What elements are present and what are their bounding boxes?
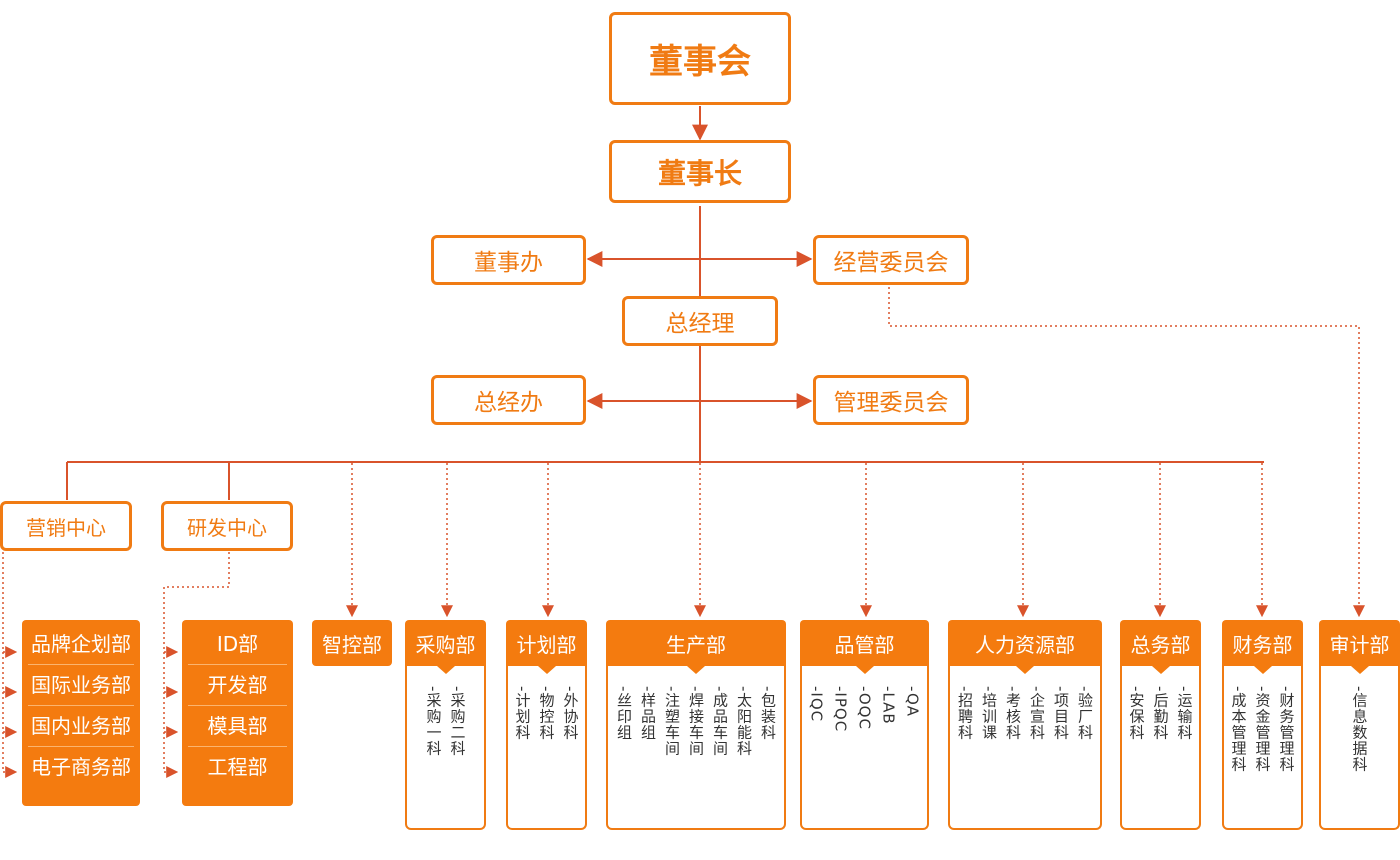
marketing-dept-item: 国内业务部: [28, 706, 134, 747]
chairman-node: 董事长: [609, 140, 791, 203]
unit-label: -成品车间: [711, 686, 729, 757]
unit-label: -采购一科: [424, 686, 443, 757]
dept-general-affairs: 总务部 -安保科 -后勤科 -运输科: [1120, 620, 1201, 830]
dept-header: 智控部: [312, 620, 392, 666]
operations-committee-node: 经营委员会: [813, 235, 969, 285]
unit-label: -运输科: [1175, 686, 1194, 741]
unit-label: -OQC: [855, 686, 874, 730]
unit-label: -招聘科: [956, 686, 974, 741]
dept-units: -IQC -IPQC -OQC -LAB -QA: [800, 666, 929, 830]
unit-label: -IQC: [807, 686, 826, 723]
unit-label: -财务管理科: [1277, 686, 1296, 773]
dept-purchasing: 采购部 -采购一科 -采购二科: [405, 620, 486, 830]
management-committee-node: 管理委员会: [813, 375, 969, 425]
unit-label: -采购二科: [448, 686, 467, 757]
dept-header: 财务部: [1222, 620, 1303, 666]
marketing-dept-item: 品牌企划部: [28, 624, 134, 665]
dept-header: 人力资源部: [948, 620, 1102, 666]
rnd-dept-list: ID部 开发部 模具部 工程部: [182, 620, 293, 806]
unit-label: -样品组: [639, 686, 657, 741]
dept-header: 品管部: [800, 620, 929, 666]
gm-office-node: 总经办: [431, 375, 586, 425]
dept-audit: 审计部 -信息数据科: [1319, 620, 1400, 830]
rnd-dept-item: 模具部: [188, 706, 287, 747]
unit-label: -焊接车间: [687, 686, 705, 757]
management-committee-label: 管理委员会: [833, 390, 949, 416]
unit-label: -项目科: [1052, 686, 1070, 741]
dept-units: -成本管理科 -资金管理科 -财务管理科: [1222, 666, 1303, 830]
rnd-dept-item: ID部: [188, 624, 287, 665]
unit-label: -物控科: [537, 686, 556, 741]
to-audit-line: [888, 287, 1365, 618]
general-manager-node: 总经理: [622, 296, 778, 346]
dept-header: 生产部: [606, 620, 786, 666]
dept-finance: 财务部 -成本管理科 -资金管理科 -财务管理科: [1222, 620, 1303, 830]
dept-header: 总务部: [1120, 620, 1201, 666]
general-manager-label: 总经理: [665, 311, 735, 337]
dept-units: -采购一科 -采购二科: [405, 666, 486, 830]
unit-label: -QA: [903, 686, 922, 718]
dept-header: 计划部: [506, 620, 587, 666]
unit-label: -资金管理科: [1253, 686, 1272, 773]
dept-human-resources: 人力资源部 -招聘科 -培训课 -考核科 -企宣科 -项目科 -验厂科: [948, 620, 1102, 830]
dept-smart-control: 智控部: [312, 620, 392, 668]
dept-header: 采购部: [405, 620, 486, 666]
board-of-directors-label: 董事会: [649, 42, 751, 82]
unit-label: -外协科: [561, 686, 580, 741]
dept-header: 审计部: [1319, 620, 1400, 666]
rnd-center-label: 研发中心: [187, 515, 267, 540]
chairman-label: 董事长: [657, 156, 742, 190]
unit-label: -培训课: [980, 686, 998, 741]
dept-units: -计划科 -物控科 -外协科: [506, 666, 587, 830]
rnd-dept-item: 工程部: [207, 755, 268, 779]
unit-label: -丝印组: [615, 686, 633, 741]
marketing-dept-item: 国际业务部: [28, 665, 134, 706]
chairman-office-label: 董事办: [474, 250, 543, 276]
rnd-dept-item: 开发部: [188, 665, 287, 706]
dept-units: -信息数据科: [1319, 666, 1400, 830]
unit-label: -IPQC: [831, 686, 850, 733]
unit-label: -信息数据科: [1350, 686, 1369, 773]
unit-label: -LAB: [879, 686, 898, 725]
dept-production: 生产部 -丝印组 -样品组 -注塑车间 -焊接车间 -成品车间 -太阳能科 -包…: [606, 620, 786, 830]
marketing-dept-list: 品牌企划部 国际业务部 国内业务部 电子商务部: [22, 620, 140, 806]
unit-label: -企宣科: [1028, 686, 1046, 741]
unit-label: -计划科: [513, 686, 532, 741]
unit-label: -成本管理科: [1229, 686, 1248, 773]
dept-quality-control: 品管部 -IQC -IPQC -OQC -LAB -QA: [800, 620, 929, 830]
gm-office-label: 总经办: [474, 390, 543, 416]
dept-planning: 计划部 -计划科 -物控科 -外协科: [506, 620, 587, 830]
unit-label: -包装科: [759, 686, 777, 741]
marketing-center-label: 营销中心: [26, 515, 106, 540]
chairman-office-node: 董事办: [431, 235, 586, 285]
dept-units: -安保科 -后勤科 -运输科: [1120, 666, 1201, 830]
unit-label: -太阳能科: [735, 686, 753, 757]
dept-units: -丝印组 -样品组 -注塑车间 -焊接车间 -成品车间 -太阳能科 -包装科: [606, 666, 786, 830]
unit-label: -验厂科: [1076, 686, 1094, 741]
unit-label: -后勤科: [1151, 686, 1170, 741]
unit-label: -考核科: [1004, 686, 1022, 741]
marketing-center-node: 营销中心: [0, 501, 132, 551]
marketing-dept-item: 电子商务部: [31, 755, 131, 779]
rnd-center-node: 研发中心: [161, 501, 293, 551]
dept-units: -招聘科 -培训课 -考核科 -企宣科 -项目科 -验厂科: [948, 666, 1102, 830]
operations-committee-label: 经营委员会: [833, 250, 949, 276]
unit-label: -安保科: [1127, 686, 1146, 741]
board-of-directors-node: 董事会: [609, 12, 791, 105]
unit-label: -注塑车间: [663, 686, 681, 757]
